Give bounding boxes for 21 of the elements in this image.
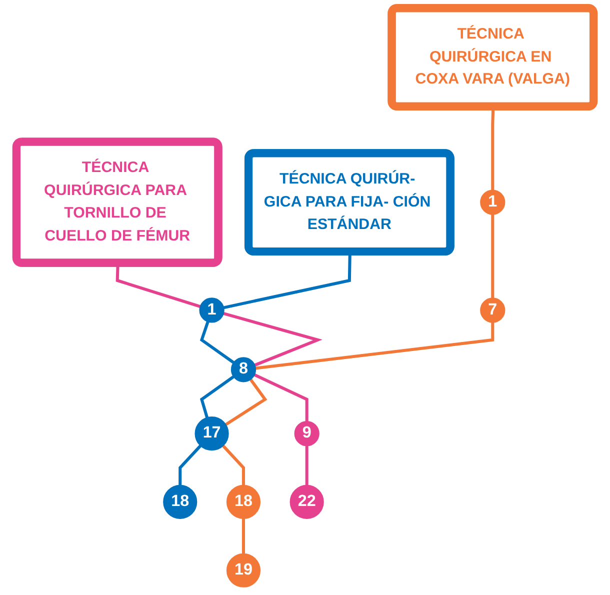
node-circle: 8 [230,357,256,382]
connector [305,446,308,486]
connector [242,518,245,554]
connector [224,378,268,426]
connector [178,444,202,486]
node-circle: 18 [163,484,198,520]
connector [223,312,322,367]
node-circle: 18 [226,484,261,520]
node-circle: 17 [194,416,229,451]
node-circle: 22 [290,484,324,520]
connector [200,375,235,418]
connector [255,322,494,370]
node-circle: 1 [199,298,224,323]
connector [491,214,494,298]
connector [200,321,235,364]
node-circle: 1 [480,190,506,215]
connector [222,444,245,486]
connector [254,373,308,422]
node-circle: 9 [294,421,320,446]
node-circle: 19 [226,553,261,588]
node-circle: 7 [480,298,506,323]
